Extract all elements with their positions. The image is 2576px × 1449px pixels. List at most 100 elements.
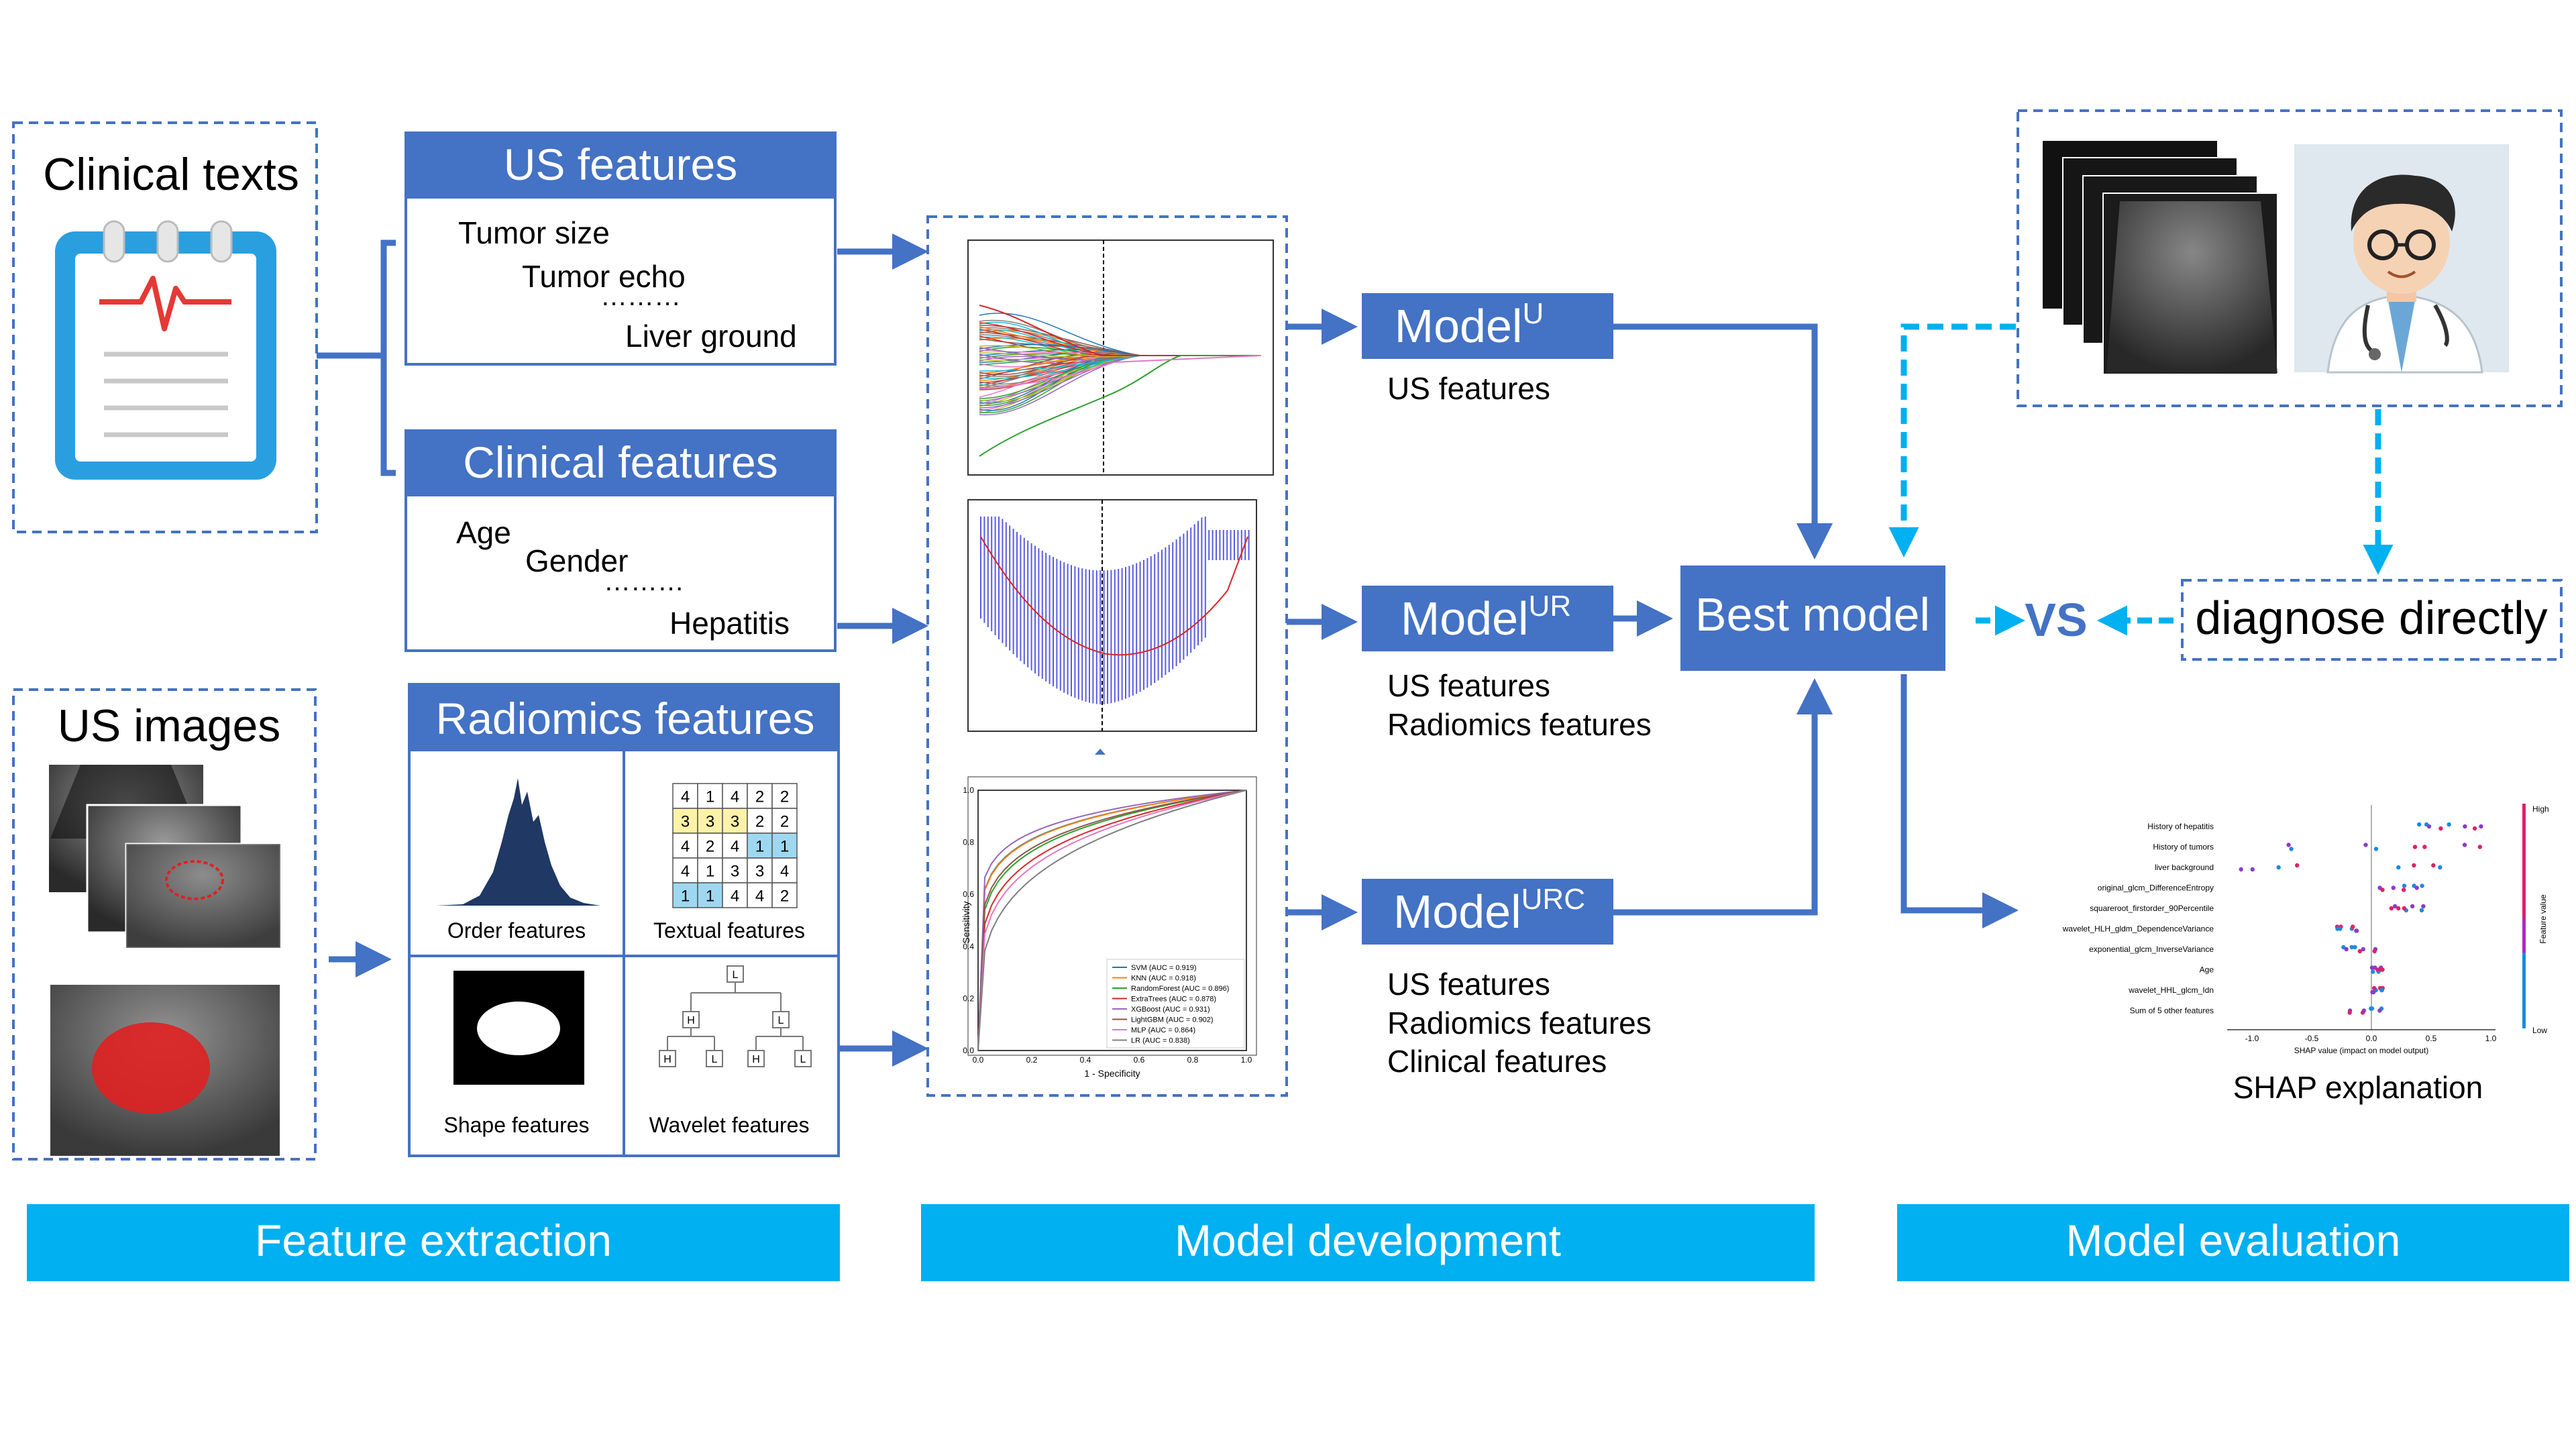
- shap-point: [2479, 824, 2483, 829]
- svg-text:ModelURC: ModelURC: [1393, 883, 1585, 938]
- lasso-path-line: [979, 355, 1261, 402]
- shap-point: [2361, 947, 2365, 952]
- matrix-cell: [697, 783, 723, 809]
- roc-y-tick: 0.0: [963, 1046, 974, 1055]
- shap-point: [2377, 1008, 2382, 1013]
- shap-point: [2380, 888, 2385, 892]
- doctor-avatar: [2294, 144, 2509, 374]
- radiologist-panel: [2017, 109, 2563, 407]
- shap-point: [2420, 883, 2424, 888]
- tree-node-label: L: [733, 969, 739, 981]
- us-feature-ellipsis: ………: [600, 282, 681, 311]
- shap-point: [2402, 906, 2406, 911]
- roc-chart: 0.00.00.20.20.40.40.60.60.80.81.01.0 Sen…: [961, 776, 1257, 1079]
- shap-point: [2463, 824, 2467, 829]
- shap-point: [2351, 924, 2355, 929]
- shap-point: [2371, 989, 2376, 995]
- clinical-features-box: Clinical features Age Gender ……… Hepatit…: [405, 429, 837, 652]
- svg-text:ModelU: ModelU: [1395, 297, 1544, 352]
- matrix-value: 1: [706, 863, 714, 881]
- shap-point: [2239, 867, 2243, 872]
- shap-point: [2357, 949, 2362, 954]
- tree-node-label: H: [752, 1054, 760, 1065]
- lasso-cv-chart: [967, 499, 1257, 732]
- matrix-value: 2: [706, 838, 714, 856]
- roc-xlabel: 1 - Specificity: [1084, 1068, 1140, 1079]
- matrix-cell: [771, 833, 798, 859]
- clinical-texts-title: Clinical texts: [43, 149, 299, 200]
- shap-high-label: High: [2532, 804, 2549, 814]
- radiomics-cell-label: Shape features: [443, 1113, 589, 1137]
- matrix-value: 2: [780, 788, 789, 806]
- shap-point: [2286, 843, 2291, 847]
- matrix-cell: [747, 857, 773, 883]
- matrix-cell: [771, 783, 798, 809]
- ultrasound-stack-image: [2043, 141, 2278, 375]
- roc-y-tick: 0.2: [963, 994, 974, 1003]
- roc-x-tick: 0.2: [1026, 1055, 1038, 1065]
- matrix-value: 1: [706, 788, 714, 806]
- matrix-value: 4: [731, 888, 739, 906]
- matrix-value: 4: [681, 788, 690, 806]
- clinical-feature-ellipsis: ………: [604, 567, 684, 596]
- shap-xlabel: SHAP value (impact on model output): [2294, 1046, 2429, 1055]
- matrix-value: 1: [706, 888, 714, 906]
- matrix-cell: [697, 857, 723, 883]
- model-superscript: UR: [1529, 590, 1572, 623]
- shap-point: [2369, 1006, 2373, 1011]
- tree-node-label: L: [712, 1054, 718, 1065]
- matrix-cell: [747, 882, 773, 908]
- arrows-to-models: [1287, 309, 1358, 930]
- matrix-value: 4: [780, 863, 789, 881]
- matrix-cell: [771, 882, 798, 908]
- shap-point: [2250, 867, 2255, 872]
- matrix-value: 4: [755, 888, 764, 906]
- ultrasound-stack-image: [49, 765, 282, 949]
- shap-point: [2447, 822, 2451, 827]
- roc-legend-entry: ExtraTrees (AUC = 0.878): [1131, 996, 1216, 1004]
- wavelet-tree: [659, 965, 812, 1067]
- shap-point: [2421, 904, 2426, 909]
- us-feature-item: Tumor echo: [522, 259, 686, 294]
- lasso-path-line: [979, 355, 1261, 372]
- tree-node-label: L: [778, 1015, 784, 1026]
- model-connectors: [1613, 323, 1833, 916]
- matrix-value: 3: [706, 813, 714, 831]
- arrow-best-to-shap: [1900, 674, 2019, 928]
- model-feature: US features: [1387, 371, 1550, 406]
- shap-point: [2462, 843, 2467, 847]
- vs-label: VS: [2025, 594, 2087, 646]
- roc-y-tick: 0.8: [963, 838, 974, 847]
- roc-legend-entry: LightGBM (AUC = 0.902): [1131, 1016, 1214, 1024]
- model-development-panel: 0.00.00.20.20.40.40.60.60.80.81.01.0 Sen…: [926, 215, 1288, 1097]
- us-images-title: US images: [58, 700, 281, 751]
- shap-point: [2431, 863, 2436, 868]
- roc-curve: [977, 790, 1247, 1051]
- roc-legend-entry: RandomForest (AUC = 0.896): [1131, 985, 1229, 993]
- diagnose-directly-label: diagnose directly: [2195, 592, 2547, 644]
- us-features-title: US features: [504, 140, 738, 189]
- matrix-value: 2: [780, 888, 789, 906]
- stage-banner-feature-extraction: Feature extraction: [27, 1204, 840, 1281]
- shap-feature-label: History of tumors: [2153, 843, 2214, 852]
- tree-node-label: H: [687, 1015, 695, 1026]
- stage-banner-model-development: Model development: [921, 1204, 1815, 1281]
- model-feature: Radiomics features: [1387, 707, 1652, 742]
- matrix-cell: [697, 882, 723, 908]
- shap-point: [2369, 965, 2375, 970]
- stage-label: Model development: [1175, 1216, 1561, 1265]
- clinical-feature-item: Hepatitis: [669, 606, 790, 641]
- model-urc: ModelURC US features Radiomics features …: [1362, 879, 1652, 1079]
- shap-point: [2414, 885, 2419, 890]
- shap-low-label: Low: [2532, 1026, 2547, 1035]
- shap-color-label: Feature value: [2538, 894, 2548, 944]
- best-model-label: Best model: [1695, 588, 1930, 641]
- shap-point: [2380, 967, 2385, 972]
- shap-point: [2371, 969, 2375, 974]
- shap-point: [2402, 883, 2407, 888]
- shap-point: [2438, 826, 2443, 831]
- lasso-path-chart: [967, 239, 1274, 476]
- roc-legend-entry: SVM (AUC = 0.919): [1131, 964, 1197, 972]
